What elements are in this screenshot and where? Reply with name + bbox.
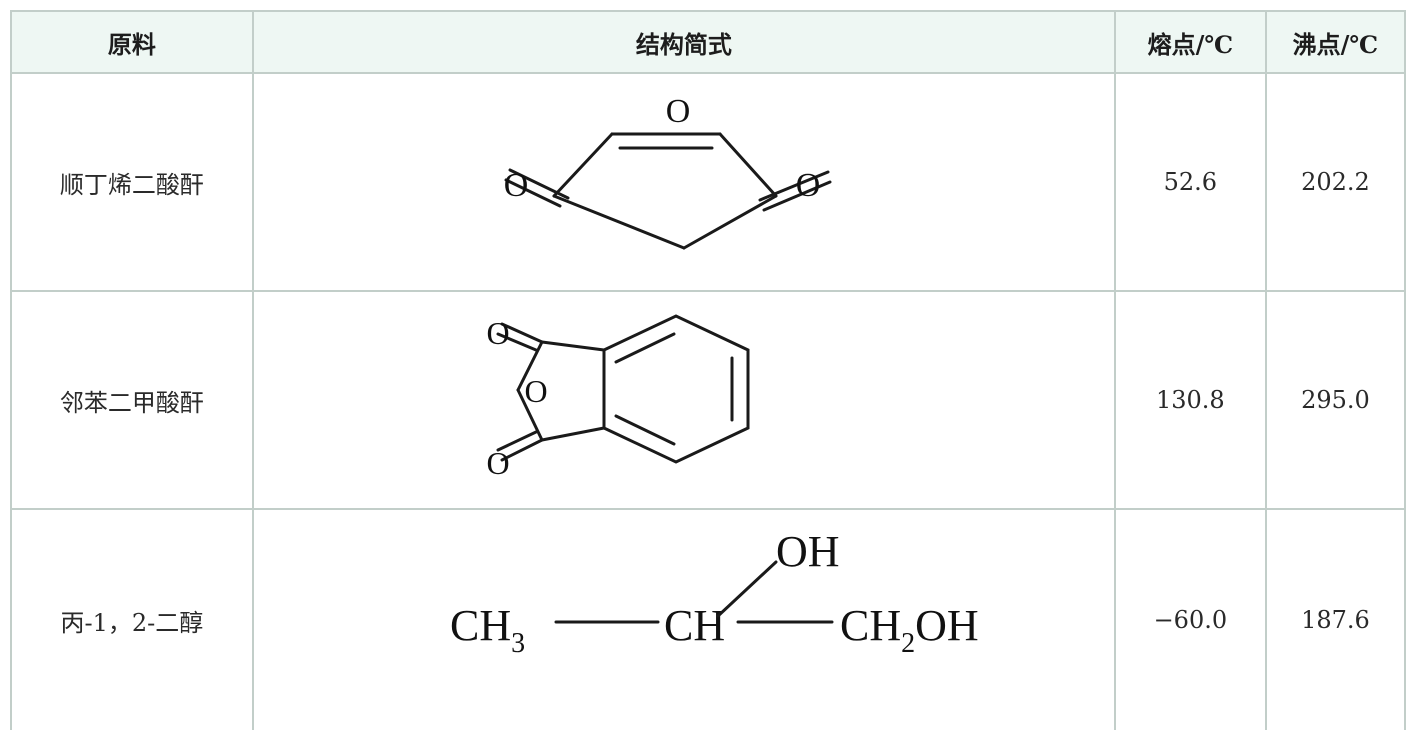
melting-point-value: −60.0: [1113, 508, 1267, 730]
header-boiling-point: 沸点/℃: [1264, 10, 1406, 74]
material-name: 顺丁烯二酸酐: [10, 72, 254, 292]
ring-double-bond: [614, 332, 676, 364]
oxygen-atom: O: [666, 93, 691, 130]
ring-bond: [516, 388, 544, 442]
ring-bond: [682, 194, 778, 250]
oxygen-atom: O: [504, 167, 529, 204]
table-row: 顺丁烯二酸酐 O O: [10, 72, 1406, 292]
ring-bond: [552, 194, 686, 250]
header-melting-point: 熔点/℃: [1113, 10, 1267, 74]
ch2oh-group: CH2OH: [840, 601, 979, 659]
structure-cell: CH3 CH OH CH2OH: [251, 508, 1116, 730]
hydroxyl-group: OH: [776, 527, 840, 576]
ring-bond: [516, 340, 544, 392]
ch-group: CH: [664, 601, 725, 650]
boiling-point-value: 202.2: [1264, 72, 1406, 292]
ring-bond: [540, 426, 606, 442]
carbonyl-bond: [762, 180, 832, 212]
carbonyl-bond: [758, 170, 830, 202]
carbonyl-bond: [508, 168, 570, 200]
structure-cell: O O O: [251, 290, 1116, 510]
melting-point-value: 52.6: [1113, 72, 1267, 292]
carbonyl-bond: [496, 332, 538, 352]
ring-bond: [540, 340, 606, 352]
boiling-point-value: 187.6: [1264, 508, 1406, 730]
propanediol-structure: CH3 CH OH CH2OH: [450, 527, 979, 659]
subscript: 2: [901, 628, 915, 659]
ring-double-bond: [614, 414, 676, 446]
ring-bond: [552, 132, 614, 198]
boiling-point-value: 295.0: [1264, 290, 1406, 510]
benzene-ring: [602, 314, 750, 464]
carbonyl-bond: [504, 178, 562, 208]
header-material: 原料: [10, 10, 254, 74]
header-structure: 结构简式: [251, 10, 1116, 74]
table-row: 丙-1，2-二醇 CH3 CH OH CH2OH −60.0 187.6: [10, 508, 1406, 730]
material-name: 邻苯二甲酸酐: [10, 290, 254, 510]
material-name: 丙-1，2-二醇: [10, 508, 254, 730]
header-row: 原料 结构简式 熔点/℃ 沸点/℃: [10, 10, 1406, 74]
oxygen-atom: O: [524, 373, 547, 409]
carbonyl-bond: [496, 430, 538, 452]
subscript: 3: [511, 628, 525, 659]
melting-point-value: 130.8: [1113, 290, 1267, 510]
atom-label: CH: [840, 601, 901, 650]
table-row: 邻苯二甲酸酐: [10, 290, 1406, 510]
atom-label: CH: [450, 601, 511, 650]
oxygen-atom: O: [796, 167, 821, 204]
carbonyl-bond: [500, 322, 544, 344]
ch3-group: CH3: [450, 601, 525, 659]
carbonyl-bond: [500, 438, 544, 462]
maleic-anhydride-structure: O O O: [504, 93, 832, 250]
phthalic-anhydride-structure: O O O: [486, 314, 750, 481]
materials-table: 原料 结构简式 熔点/℃ 沸点/℃ 顺丁烯二酸酐: [10, 10, 1406, 730]
structure-cell: O O O: [251, 72, 1116, 292]
single-bond: [716, 560, 778, 618]
ring-bond: [718, 132, 778, 198]
hydroxyl-label: OH: [915, 601, 979, 650]
oxygen-atom: O: [486, 445, 509, 481]
oxygen-atom: O: [486, 315, 509, 351]
